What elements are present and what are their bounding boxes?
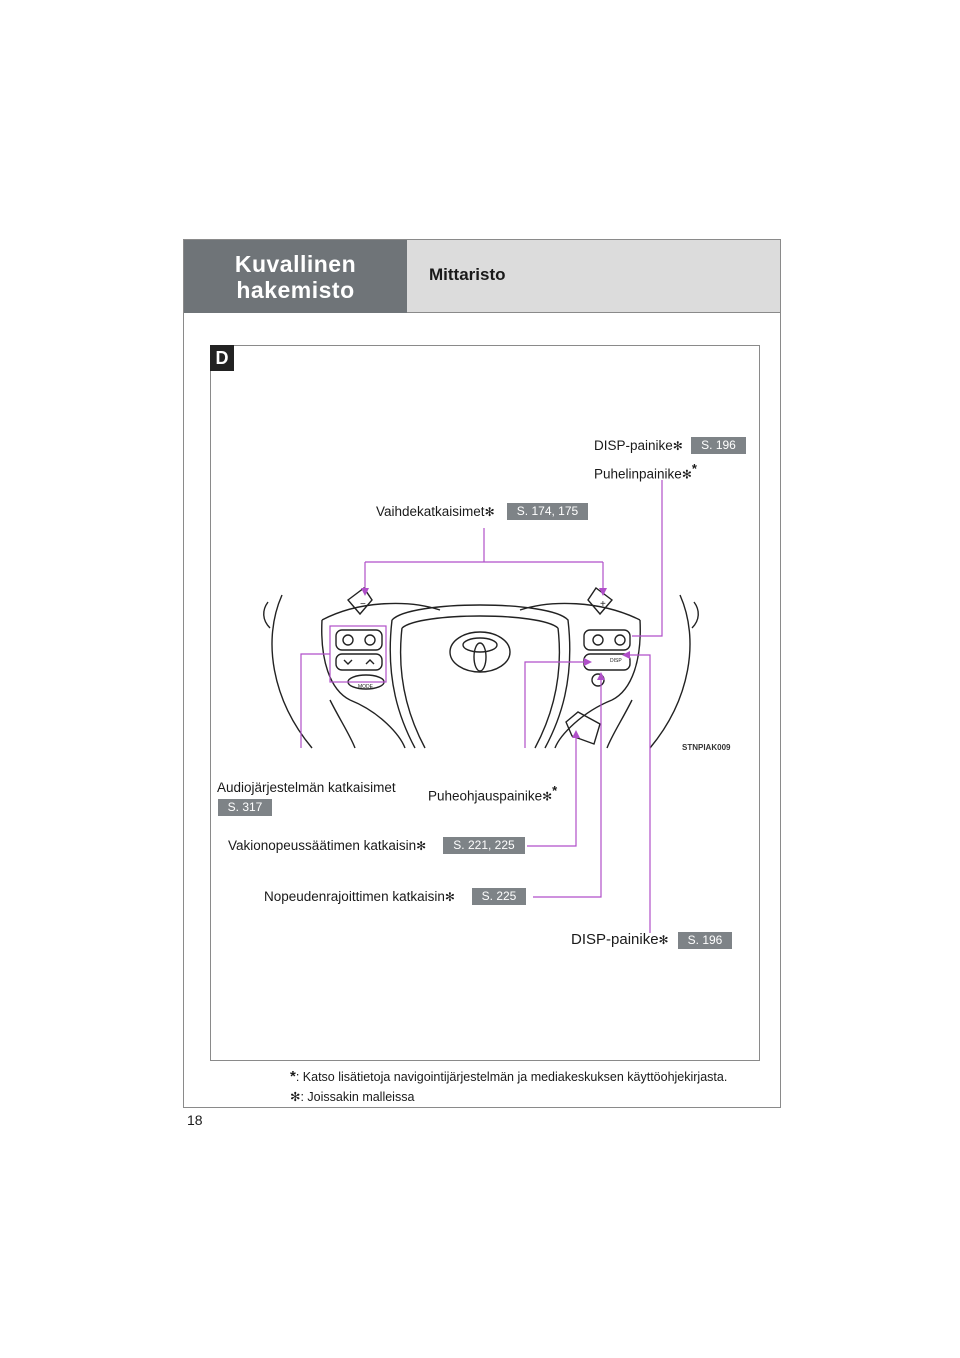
cruise-label: Vakionopeussäätimen katkaisin✻ [228,838,427,853]
page-title: Mittaristo [429,265,506,284]
steering-wheel-illustration [263,586,699,749]
disp-bottom-label: DISP-painike✻ [571,931,669,948]
limiter-label: Nopeudenrajoittimen katkaisin✻ [264,889,455,904]
disp-bottom-ref[interactable]: S. 196 [678,932,732,949]
minus-text: − [360,599,366,610]
section-title-line2: hakemisto [236,276,355,303]
leader-lines [300,480,663,933]
leader-arrowheads [361,588,630,738]
page-frame [183,239,781,1108]
limiter-ref[interactable]: S. 225 [472,888,526,905]
figure-panel [210,345,760,1061]
disp-top-label: DISP-painike✻ [594,438,683,453]
cruise-ref[interactable]: S. 221, 225 [443,837,525,854]
footnote-star: *: Katso lisätietoja navigointijärjestel… [290,1068,728,1085]
mode-text: MODE [358,684,374,690]
page-number: 18 [187,1112,203,1128]
section-title-line1: Kuvallinen [234,250,357,277]
page-header: Mittaristo [407,240,780,313]
section-badge: D [210,345,234,371]
footnote-asterisk: ✻: Joissakin malleissa [290,1090,415,1104]
disp-top-ref[interactable]: S. 196 [691,437,746,454]
audio-label: Audiojärjestelmän katkaisimet [217,780,396,795]
paddles-ref[interactable]: S. 174, 175 [507,503,588,520]
paddles-label: Vaihdekatkaisimet✻ [376,504,495,519]
section-header: Kuvallinen hakemisto [184,240,407,313]
audio-ref[interactable]: S. 317 [218,799,272,816]
plus-text: + [600,599,606,610]
voice-label: Puheohjauspainike✻* [428,783,558,804]
phone-label: Puhelinpainike✻* [594,461,697,482]
image-code: STNPIAK009 [682,743,731,752]
disp-text: DISP [610,658,622,664]
